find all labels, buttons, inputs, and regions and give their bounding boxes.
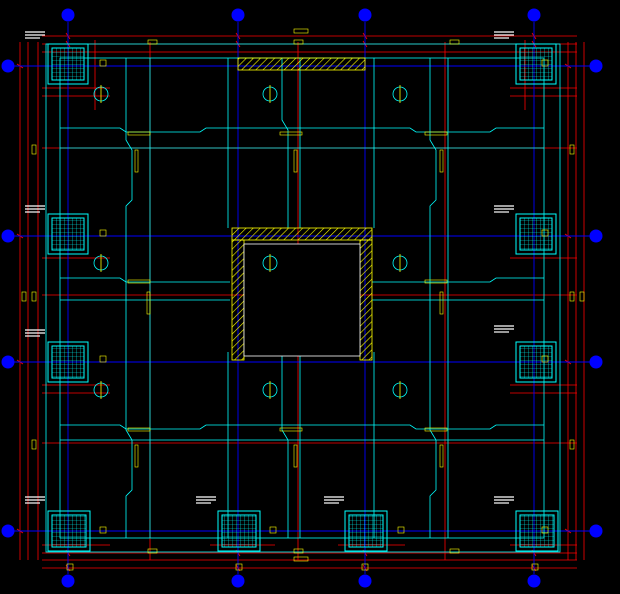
pit-marker <box>93 381 109 399</box>
pile-cap <box>515 510 559 552</box>
pile-cap <box>47 213 89 255</box>
pit-marker <box>392 381 408 399</box>
grid-bubble-right-1 <box>589 59 603 73</box>
column-note <box>25 205 45 213</box>
pile-cap <box>344 510 388 552</box>
rebar-tags <box>21 28 585 571</box>
grid-bubble-right-3 <box>589 355 603 369</box>
pit-marker <box>392 254 408 272</box>
column-note <box>494 325 514 333</box>
pit-marker <box>392 85 408 103</box>
pit-marker <box>93 254 109 272</box>
pit-marker <box>262 254 278 272</box>
column-note <box>25 329 45 337</box>
pit-marker <box>93 85 109 103</box>
grid-bubble-left-2 <box>1 229 15 243</box>
pile-cap <box>47 510 91 552</box>
grid-bubble-bottom-4 <box>527 574 541 588</box>
pit-marker <box>262 85 278 103</box>
grid-bubble-bottom-3 <box>358 574 372 588</box>
column-note <box>25 31 45 39</box>
pit-markers <box>93 85 408 399</box>
pile-cap <box>47 43 89 85</box>
grid-bubble-left-4 <box>1 524 15 538</box>
grid-bubble-right-2 <box>589 229 603 243</box>
grid-bubble-bottom-1 <box>61 574 75 588</box>
pile-cap <box>217 510 261 552</box>
grid-bubble-left-1 <box>1 59 15 73</box>
column-note <box>494 496 514 504</box>
core-walls <box>231 57 373 361</box>
grid-bubble-top-1 <box>61 8 75 22</box>
grid-bubble-top-2 <box>231 8 245 22</box>
pile-caps <box>47 43 559 552</box>
grid-bubbles <box>1 8 603 588</box>
column-note <box>25 496 45 504</box>
column-note <box>494 205 514 213</box>
column-note <box>324 496 344 504</box>
pile-cap <box>515 341 557 383</box>
grid-bubble-top-4 <box>527 8 541 22</box>
pile-cap <box>47 341 89 383</box>
column-note <box>494 31 514 39</box>
grid-bubble-right-4 <box>589 524 603 538</box>
pile-cap <box>515 43 557 85</box>
column-note <box>196 496 216 504</box>
column-notes <box>25 31 514 504</box>
grid-bubble-top-3 <box>358 8 372 22</box>
pit-marker <box>262 381 278 399</box>
pile-cap <box>515 213 557 255</box>
grid-bubble-left-3 <box>1 355 15 369</box>
grid-bubble-bottom-2 <box>231 574 245 588</box>
